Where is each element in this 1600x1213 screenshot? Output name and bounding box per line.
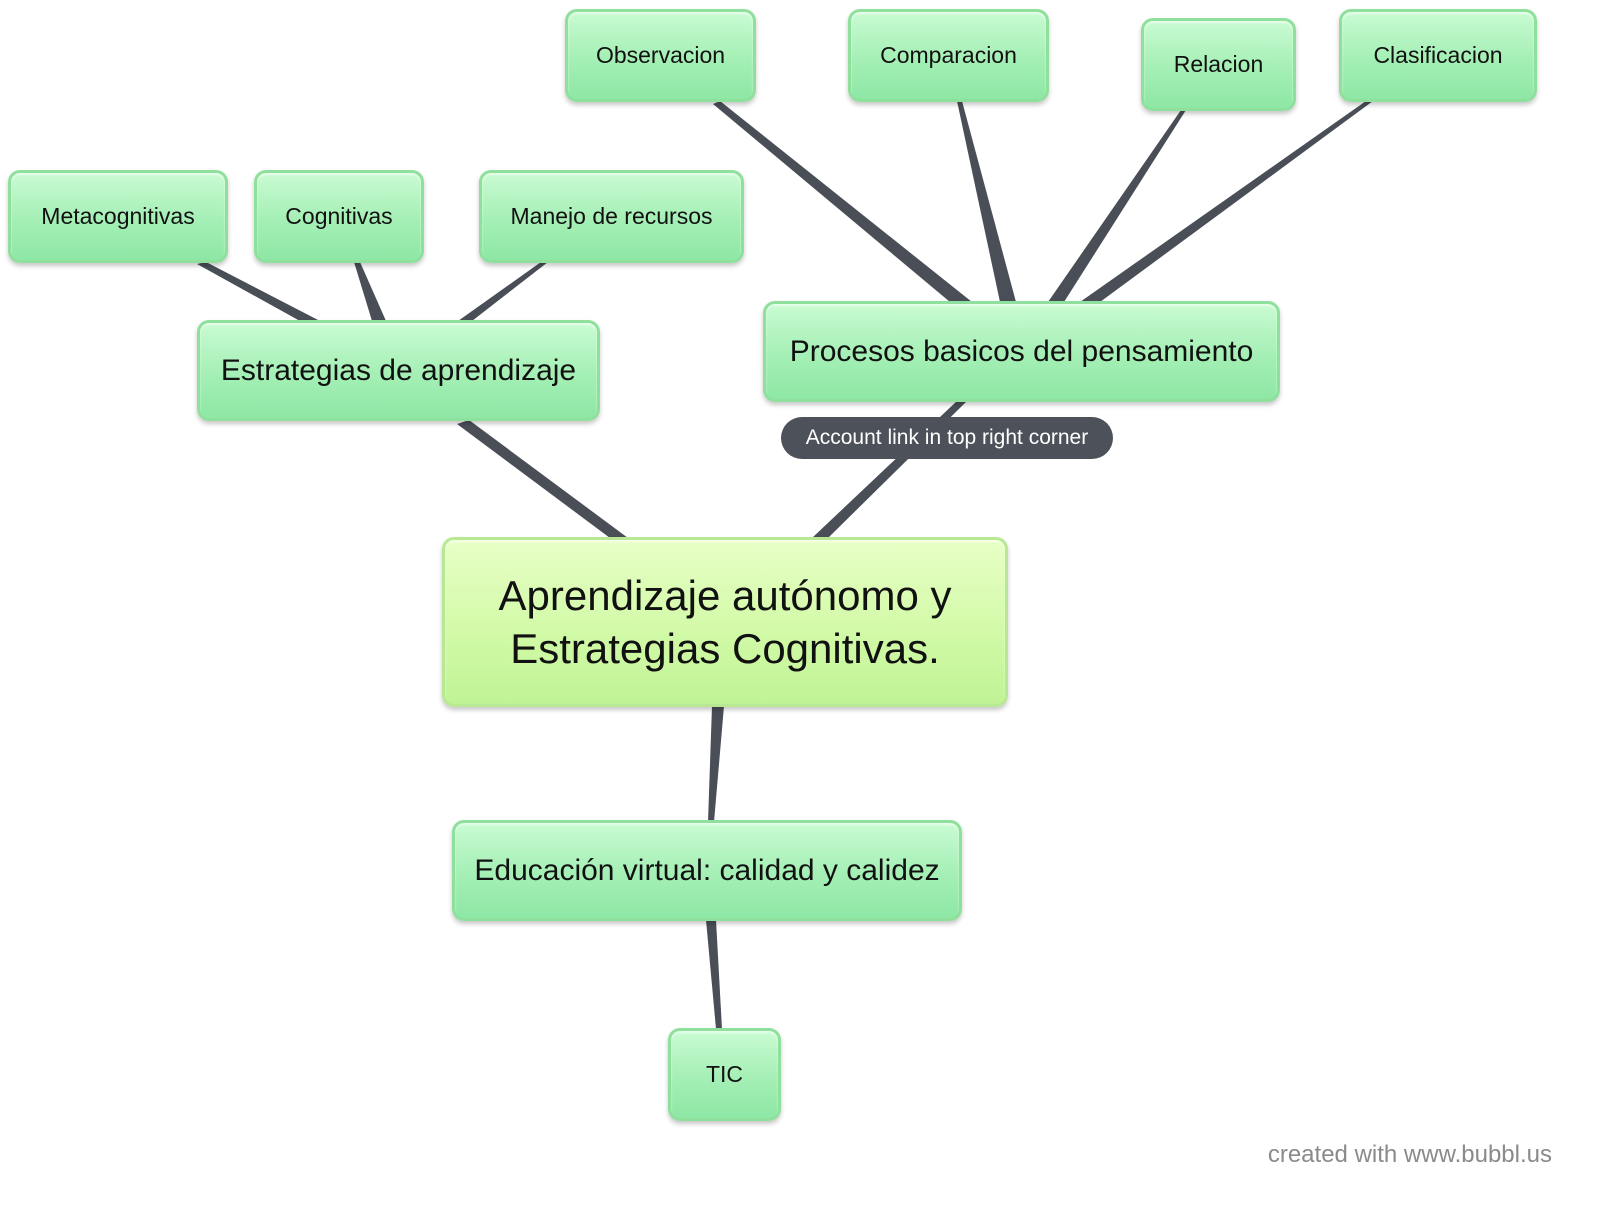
account-link-tooltip: Account link in top right corner (781, 417, 1113, 459)
node-clasificacion[interactable]: Clasificacion (1339, 9, 1537, 102)
connector-estrategias-metacognitivas (197, 262, 320, 321)
node-educacion-virtual[interactable]: Educación virtual: calidad y calidez (452, 820, 962, 921)
connector-educacion-tic (706, 920, 722, 1029)
node-manejo-de-recursos[interactable]: Manejo de recursos (479, 170, 744, 263)
connector-procesos-observacion (713, 101, 972, 302)
node-procesos-basicos[interactable]: Procesos basicos del pensamiento (763, 301, 1280, 402)
tooltip-text: Account link in top right corner (805, 426, 1089, 449)
node-estrategias-de-aprendizaje[interactable]: Estrategias de aprendizaje (197, 320, 600, 421)
node-cognitivas[interactable]: Cognitivas (254, 170, 424, 263)
connector-root-estrategias (457, 420, 628, 538)
node-label: Clasificacion (1373, 42, 1503, 68)
node-label: Manejo de recursos (510, 203, 713, 229)
node-relacion[interactable]: Relacion (1141, 18, 1296, 111)
watermark-text: created with www.bubbl.us (1267, 1141, 1552, 1168)
node-label: Cognitivas (285, 203, 393, 229)
node-label: Comparacion (880, 42, 1017, 68)
node-label: Estrategias de aprendizaje (220, 353, 577, 387)
node-label: TIC (705, 1061, 744, 1087)
connector-procesos-relacion (1048, 110, 1186, 302)
connector-procesos-clasificacion (1080, 101, 1373, 302)
node-label: Observacion (595, 42, 726, 68)
connector-procesos-comparacion (957, 101, 1016, 302)
node-label: Educación virtual: calidad y calidez (474, 853, 940, 887)
connector-estrategias-cognitivas (354, 262, 386, 321)
node-root[interactable]: Aprendizaje autónomo y Estrategias Cogni… (442, 537, 1008, 707)
connector-root-educacion (708, 706, 724, 822)
root-label: Aprendizaje autónomo y Estrategias Cogni… (498, 571, 952, 672)
connector-estrategias-manejo (458, 262, 548, 321)
node-observacion[interactable]: Observacion (565, 9, 756, 102)
bubblus-watermark[interactable]: created with www.bubbl.us (1268, 1141, 1552, 1169)
node-metacognitivas[interactable]: Metacognitivas (8, 170, 228, 263)
node-label: Procesos basicos del pensamiento (789, 334, 1254, 368)
node-label: Metacognitivas (41, 203, 195, 229)
node-comparacion[interactable]: Comparacion (848, 9, 1049, 102)
node-tic[interactable]: TIC (668, 1028, 781, 1121)
node-label: Relacion (1173, 51, 1264, 77)
